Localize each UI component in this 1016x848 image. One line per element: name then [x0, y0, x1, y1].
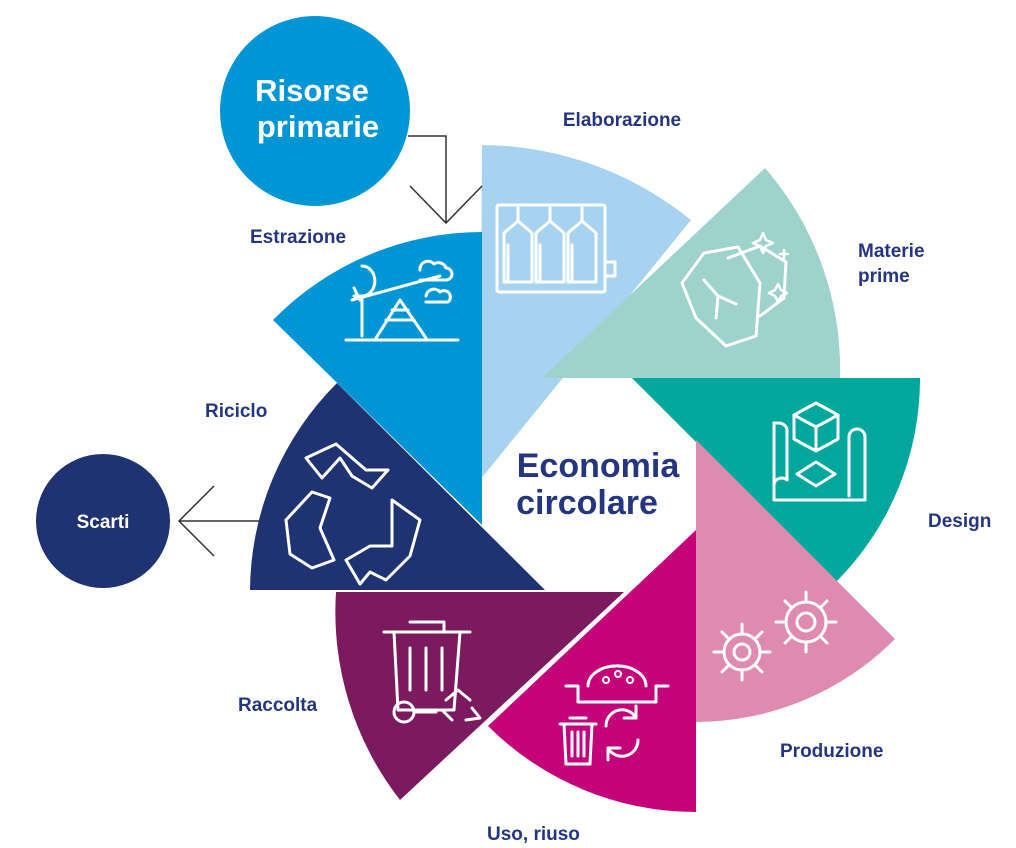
- label-design: Design: [928, 511, 991, 532]
- source-circle: [220, 16, 410, 206]
- center-title: Economia circolare: [516, 447, 680, 522]
- pumpjack-icon: [344, 259, 460, 342]
- label-materie-prime-1: Materie: [858, 241, 925, 262]
- sink-node: Scarti: [36, 454, 170, 588]
- label-produzione: Produzione: [780, 741, 883, 762]
- source-arrow-head: [409, 185, 483, 225]
- sector-elaborazione: [480, 145, 691, 480]
- source-title-line1: Risorse: [255, 73, 369, 108]
- sectors: [250, 145, 921, 813]
- center-title-line2: circolare: [516, 484, 658, 522]
- silo-icon: [495, 203, 617, 294]
- sector-uso-riuso: [488, 530, 696, 813]
- label-elaborazione: Elaborazione: [563, 110, 681, 131]
- sink-arrow: [177, 485, 261, 557]
- design-cube-icon: [772, 401, 867, 502]
- sector-raccolta: [335, 592, 624, 800]
- bin-recycle-icon: [382, 620, 482, 724]
- source-arrow: [408, 135, 483, 225]
- sink-circle: [36, 454, 170, 588]
- label-materie-prime-2: prime: [858, 266, 910, 287]
- label-uso-riuso: Uso, riuso: [487, 824, 580, 845]
- source-arrow-line: [408, 135, 447, 222]
- sink-title: Scarti: [77, 512, 130, 533]
- recycle-icon: [284, 442, 422, 586]
- label-riciclo: Riciclo: [205, 401, 267, 422]
- gears-icon: [712, 590, 838, 682]
- sector-produzione: [696, 440, 895, 722]
- reuse-icon: [558, 664, 670, 766]
- raw-material-icon: [680, 231, 790, 348]
- stage-labels: Elaborazione Materie prime Design Produz…: [205, 110, 991, 845]
- center-title-line1: Economia: [517, 447, 681, 485]
- label-estrazione: Estrazione: [250, 227, 346, 248]
- source-node: Risorse primarie: [220, 16, 410, 206]
- label-raccolta: Raccolta: [238, 695, 318, 716]
- source-title-line2: primarie: [257, 109, 379, 144]
- sink-arrow-head: [177, 485, 215, 557]
- sector-estrazione: [273, 232, 482, 525]
